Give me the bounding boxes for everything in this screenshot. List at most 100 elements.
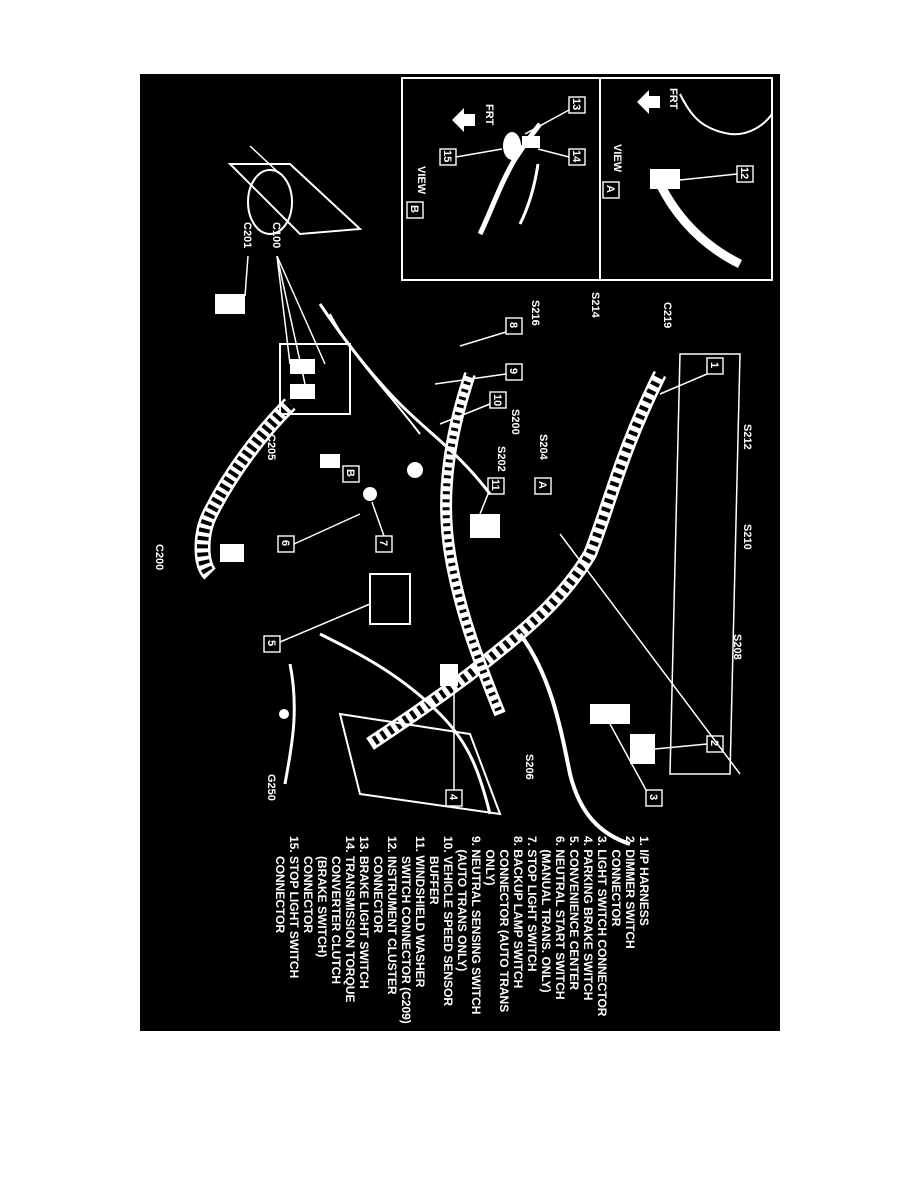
callout-3: 3	[647, 794, 659, 800]
parking-brake-switch-body	[440, 664, 458, 686]
legend-line: CONNECTOR	[273, 836, 287, 933]
legend-line: 7. STOP LIGHT SWITCH	[525, 836, 539, 972]
label-s216: S216	[529, 300, 541, 326]
view-b-letter-box	[406, 201, 424, 219]
view-a: FRT VIEW A 12	[602, 88, 773, 269]
washer-switch-connector	[470, 514, 500, 538]
legend-line: 1. I/P HARNESS	[637, 836, 651, 926]
c100-plug-1	[290, 359, 315, 374]
marker-b: B	[344, 469, 356, 477]
view-a-title: VIEW	[611, 144, 623, 173]
ground-wire	[283, 663, 296, 785]
leader-14	[537, 148, 570, 158]
leader-c100-b	[276, 255, 306, 385]
view-a-dash-outline	[679, 93, 773, 136]
callout-4: 4	[447, 794, 459, 801]
ip-harness-wrap	[367, 371, 665, 748]
leader-12	[679, 173, 738, 181]
legend-line: BUFFER	[427, 836, 441, 905]
legend: 1. I/P HARNESS 2. DIMMER SWITCH CONNECTO…	[273, 836, 651, 1024]
c201-connector	[215, 294, 245, 314]
callout-11: 11	[489, 479, 501, 491]
callout-1: 1	[708, 362, 720, 368]
legend-line: 6. NEUTRAL START SWITCH	[553, 836, 567, 1000]
callout-box-13	[568, 96, 586, 114]
leader-13	[524, 109, 570, 135]
callout-14: 14	[570, 150, 582, 163]
c100-plug-2	[290, 384, 315, 399]
legend-line: 4. PARKING BRAKE SWITCH	[581, 836, 595, 1000]
instrument-panel-outline	[669, 353, 741, 775]
leader-5	[279, 603, 371, 643]
steering-column	[227, 145, 363, 236]
legend-line: 5. CONVENIENCE CENTER	[567, 836, 581, 990]
callout-13: 13	[570, 98, 582, 110]
callout-5: 5	[265, 640, 277, 646]
view-a-letter-box	[602, 181, 620, 199]
legend-line: CONNECTOR	[371, 836, 385, 933]
legend-line: ONLY)	[483, 836, 497, 886]
leader-10	[439, 403, 491, 425]
legend-line: 3. LIGHT SWITCH CONNECTOR	[595, 836, 609, 1017]
callout-box-10	[489, 391, 507, 409]
leader-6	[293, 513, 361, 545]
legend-line: 10. VEHICLE SPEED SENSOR	[441, 836, 455, 1006]
label-g250: G250	[265, 774, 277, 801]
leader-c100-a	[276, 255, 291, 365]
wiring-diagram: FRT VIEW B 13 14 15 FRT VIEW A	[140, 74, 780, 1031]
legend-line: 15. STOP LIGHT SWITCH	[287, 836, 301, 978]
view-b-frt-label: FRT	[483, 104, 495, 126]
view-b: FRT VIEW B 13 14 15	[406, 96, 586, 236]
label-s200: S200	[509, 409, 521, 435]
marker-a: A	[536, 481, 548, 489]
c100-connector-block	[279, 343, 351, 415]
dash-frame-line	[559, 533, 741, 775]
view-b-title: VIEW	[415, 166, 427, 195]
legend-line: (AUTO TRANS ONLY)	[455, 836, 469, 971]
column-line-1	[249, 145, 281, 175]
wiring-diagram-panel: FRT VIEW B 13 14 15 FRT VIEW A	[140, 74, 780, 1031]
components	[215, 294, 741, 816]
c205-connector	[320, 454, 340, 468]
legend-line: CONNECTOR	[609, 836, 623, 927]
label-s204: S204	[537, 434, 549, 461]
backup-lamp-connector-body	[407, 462, 423, 478]
view-a-letter: A	[604, 185, 616, 193]
marker-box-a	[534, 477, 552, 495]
leader-9	[434, 373, 507, 385]
callout-9: 9	[507, 368, 519, 374]
leader-11	[479, 493, 489, 515]
light-switch-connector-body	[590, 704, 630, 724]
legend-line: 11. WINDSHIELD WASHER	[413, 836, 427, 988]
inset-frame	[401, 77, 773, 281]
view-a-harness	[655, 181, 743, 269]
inset-views: FRT VIEW B 13 14 15 FRT VIEW A	[401, 77, 773, 281]
view-b-connector	[522, 136, 540, 148]
brake-light-switch-body	[503, 132, 521, 160]
view-a-front-arrow	[637, 90, 660, 114]
main-harness	[194, 303, 667, 846]
legend-line: 8. BACKUP LAMP SWITCH	[511, 836, 525, 988]
wire-bundle-3	[319, 632, 492, 815]
label-s212: S212	[741, 424, 753, 450]
view-b-front-arrow	[452, 108, 475, 132]
legend-line: 12. INSTRUMENT CLUSTER	[385, 836, 399, 995]
label-s210: S210	[741, 524, 753, 550]
legend-line: CONNECTOR	[301, 836, 315, 933]
legend-line: (MANUAL TRANS. ONLY)	[539, 836, 553, 993]
label-c100: C100	[270, 222, 282, 248]
callout-box-5	[263, 635, 281, 653]
label-c205: C205	[265, 434, 277, 460]
view-a-frt-label: FRT	[667, 88, 679, 110]
callout-2: 2	[708, 740, 720, 746]
marker-box-b	[342, 465, 360, 483]
label-c201: C201	[241, 222, 253, 248]
component-labels: C201 C100 C219 S214 S216 S212 S200 S204 …	[153, 222, 753, 801]
legend-line: CONVERTER CLUTCH	[329, 836, 343, 984]
left-harness-loop-wrap	[197, 400, 294, 578]
legend-line: SWITCH CONNECTOR (C209)	[399, 836, 413, 1024]
numbered-callouts: 1 2 3 4 5 6 7 8 9 10 11	[263, 317, 724, 807]
label-s202: S202	[495, 446, 507, 472]
wire-bundle-2	[329, 313, 421, 435]
steering-column-collar	[247, 169, 293, 235]
